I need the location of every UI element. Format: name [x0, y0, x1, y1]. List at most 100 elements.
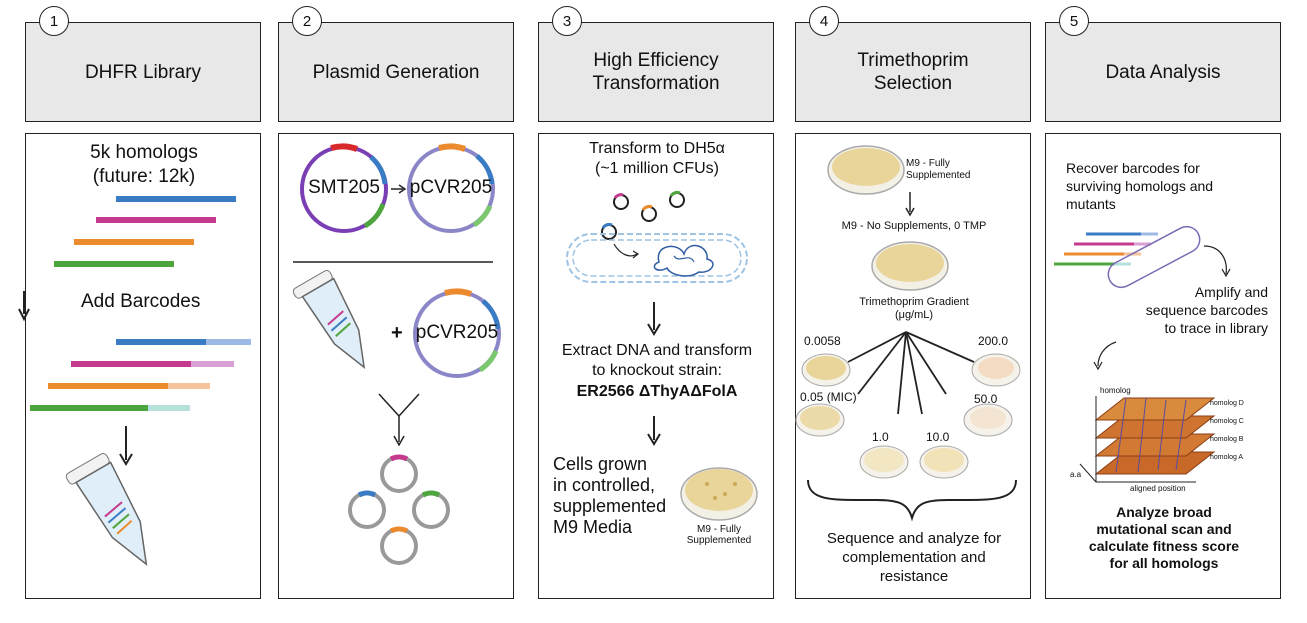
step-number-1: 1: [39, 6, 69, 36]
step-number-5: 5: [1059, 6, 1089, 36]
step-1-panel: 1 DHFR Library 5k homologs (future: 12k): [18, 0, 261, 600]
recover-line3: mutants: [1066, 196, 1116, 212]
gradient-label-2: (μg/mL): [894, 309, 934, 321]
brace-icon: [807, 479, 1017, 522]
axis-aa-label: a.a: [1070, 470, 1082, 479]
conc-50.0: 50.0: [974, 392, 998, 406]
cells-line3: supplemented: [553, 496, 667, 516]
down-arrow-icon: [647, 416, 661, 446]
plasmid-pcvr205-label: pCVR205: [409, 177, 493, 198]
strain-label: ER2566 ΔThyAΔFolA: [576, 383, 738, 400]
merge-arrow-icon: [378, 393, 420, 447]
bottom-line3: resistance: [879, 568, 949, 585]
amplify-line3: to trace in library: [1164, 320, 1268, 336]
step-2-title: Plasmid Generation: [312, 61, 480, 83]
dish-top-label-2: Supplemented: [906, 170, 971, 181]
step-1-header: DHFR Library: [25, 22, 261, 122]
plasmid-pcvr205-icon: [413, 288, 501, 378]
axis-homolog-label: homolog: [1100, 386, 1131, 395]
layer-label-b: homolog B: [1210, 436, 1244, 443]
cells-line1: Cells grown: [553, 454, 648, 474]
library-graphic: [18, 196, 251, 567]
plasmid-graphic: [292, 143, 501, 565]
recover-line1: Recover barcodes for: [1066, 160, 1200, 176]
analyze-line4: for all homologs: [1109, 555, 1219, 571]
step-5-title: Data Analysis: [1105, 61, 1221, 83]
step-5-panel: 5 Data Analysis Recover barcodes for sur…: [1045, 0, 1281, 600]
layer-label-a: homolog A: [1210, 454, 1244, 461]
right-arrow-icon: [391, 184, 407, 194]
cells-line4: M9 Media: [553, 517, 633, 537]
step-3-header: High Efficiency Transformation: [538, 22, 774, 122]
step-4-header: Trimethoprim Selection: [795, 22, 1031, 122]
amplify-line1: Amplify and: [1194, 284, 1268, 300]
step-3-body: Transform to DH5α (~1 million CFUs) Extr: [538, 133, 774, 599]
plus-sign: +: [391, 322, 403, 344]
bottom-line2: complementation and: [842, 549, 986, 566]
conc-1.0: 1.0: [872, 430, 889, 444]
step-4-body: M9 - Fully Supplemented M9 - No Suppleme…: [795, 133, 1031, 599]
extract-line1: Extract DNA and transform: [561, 342, 753, 359]
dish-top-label-1: M9 - Fully: [906, 158, 950, 169]
extract-line2: to knockout strain:: [592, 362, 722, 379]
plasmid-library-icon: [348, 454, 450, 565]
layer-label-d: homolog D: [1210, 400, 1244, 407]
plasmid-pcvr205-icon: [407, 143, 495, 233]
analyze-line1: Analyze broad: [1116, 504, 1212, 520]
add-barcodes-label: Add Barcodes: [81, 291, 201, 312]
transform-line1: Transform to DH5α: [589, 140, 725, 157]
bacterium-outline: [1107, 225, 1201, 289]
step-2-panel: 2 Plasmid Generation: [278, 0, 514, 600]
petri-dish-icon: [680, 467, 758, 521]
petri-dish-icon: [827, 145, 905, 195]
down-arrow-icon: [647, 302, 661, 336]
step-3-title-line2: Transformation: [592, 73, 720, 94]
selection-graphic: [795, 145, 1021, 522]
conc-0.05: 0.05 (MIC): [800, 390, 857, 404]
step-number-4: 4: [809, 6, 839, 36]
analysis-graphic: [1054, 225, 1231, 483]
step-3-title-line1: High Efficiency: [593, 50, 719, 71]
step-1-body: 5k homologs (future: 12k): [18, 133, 261, 599]
homologs-label: 5k homologs: [90, 142, 198, 163]
curved-arrow-icon: [1203, 245, 1227, 275]
tube-icon: [65, 453, 148, 567]
plasmid-smt205-icon: [300, 143, 388, 233]
bacterium-icon: [566, 233, 748, 283]
tube-icon: [292, 270, 366, 370]
step-5-header: Data Analysis: [1045, 22, 1281, 122]
conc-0.0058: 0.0058: [804, 334, 841, 348]
step-5-body: Recover barcodes for surviving homologs …: [1045, 133, 1281, 599]
transform-line2: (~1 million CFUs): [594, 160, 719, 177]
bottom-line1: Sequence and analyze for: [826, 530, 1002, 547]
analyze-line3: calculate fitness score: [1088, 538, 1240, 554]
axis-aligned-label: aligned position: [1130, 484, 1186, 493]
analyze-line2: mutational scan and: [1096, 521, 1232, 537]
future-label: (future: 12k): [92, 166, 196, 187]
cells-line2: in controlled,: [553, 475, 656, 495]
transformation-graphic: [566, 190, 758, 521]
heatmap-stack-icon: [1094, 397, 1216, 475]
step-3-panel: 3 High Efficiency Transformation Transfo…: [538, 0, 774, 600]
down-arrow-icon: [119, 426, 133, 466]
recover-line2: surviving homologs and: [1066, 178, 1214, 194]
conc-10.0: 10.0: [926, 430, 950, 444]
petri-dish-icon: [871, 241, 949, 291]
step-number-2: 2: [292, 6, 322, 36]
step-4-panel: 4 Trimethoprim Selection: [795, 0, 1031, 600]
step-number-3: 3: [552, 6, 582, 36]
gradient-label-1: Trimethoprim Gradient: [859, 296, 969, 308]
step-4-title-line1: Trimethoprim: [857, 50, 969, 71]
gradient-arrows-icon: [847, 331, 975, 415]
step-2-header: Plasmid Generation: [278, 22, 514, 122]
step-4-title-line2: Selection: [873, 73, 953, 94]
dish-label-line1: M9 - Fully: [697, 524, 741, 535]
curved-arrow-icon: [1097, 341, 1117, 367]
plasmid-smt205-label: SMT205: [308, 177, 380, 198]
conc-200.0: 200.0: [978, 334, 1009, 348]
conc-dishes: [795, 353, 1021, 479]
layer-label-c: homolog C: [1210, 418, 1244, 425]
step-2-body: SMT205 pCVR205 + pCVR205: [278, 133, 514, 599]
no-supplements-label: M9 - No Supplements, 0 TMP: [841, 220, 987, 232]
amplify-line2: sequence barcodes: [1145, 302, 1268, 318]
